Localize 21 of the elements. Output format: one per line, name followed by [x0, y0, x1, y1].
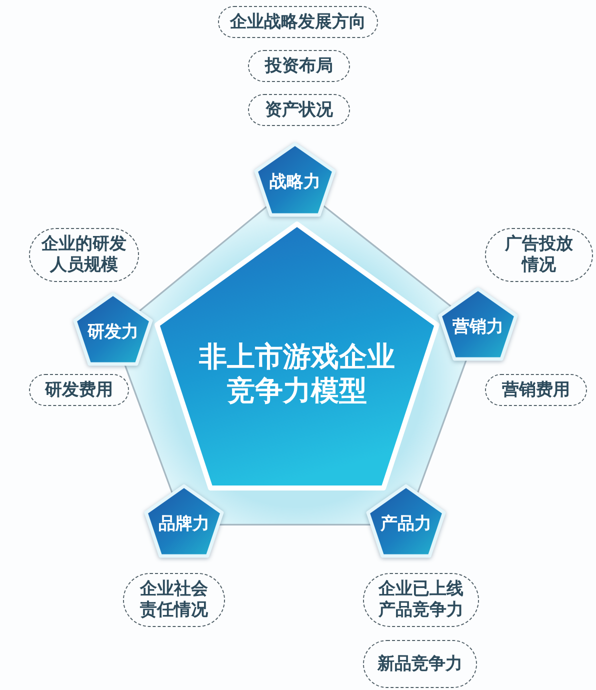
dashed-pill: 企业已上线产品竞争力: [363, 573, 479, 627]
dashed-pill: 广告投放情况: [485, 228, 593, 282]
dashed-pill: 投资布局: [248, 50, 350, 82]
dashed-pill: 企业战略发展方向: [218, 6, 378, 38]
factor-pentagon: 营销力: [438, 287, 518, 361]
factor-pentagon: 战略力: [254, 142, 336, 217]
model-pentagon: 非上市游戏企业竞争力模型: [154, 221, 440, 491]
dashed-pill: 资产状况: [248, 94, 350, 126]
connector-line: [138, 205, 268, 313]
factor-pentagon: 品牌力: [144, 484, 224, 558]
factor-pentagon: 研发力: [73, 292, 153, 366]
connector-line: [322, 204, 453, 308]
dashed-pill: 企业社会责任情况: [123, 573, 225, 627]
dashed-pill: 营销费用: [485, 374, 587, 406]
connector-line: [124, 364, 174, 494]
connector-line: [218, 524, 372, 526]
dashed-pill: 企业的研发人员规模: [29, 228, 139, 282]
connector-line: [416, 358, 468, 494]
dashed-pill: 新品竞争力: [363, 640, 477, 688]
dashed-pill: 研发费用: [29, 374, 129, 406]
factor-pentagon: 产品力: [366, 484, 446, 558]
